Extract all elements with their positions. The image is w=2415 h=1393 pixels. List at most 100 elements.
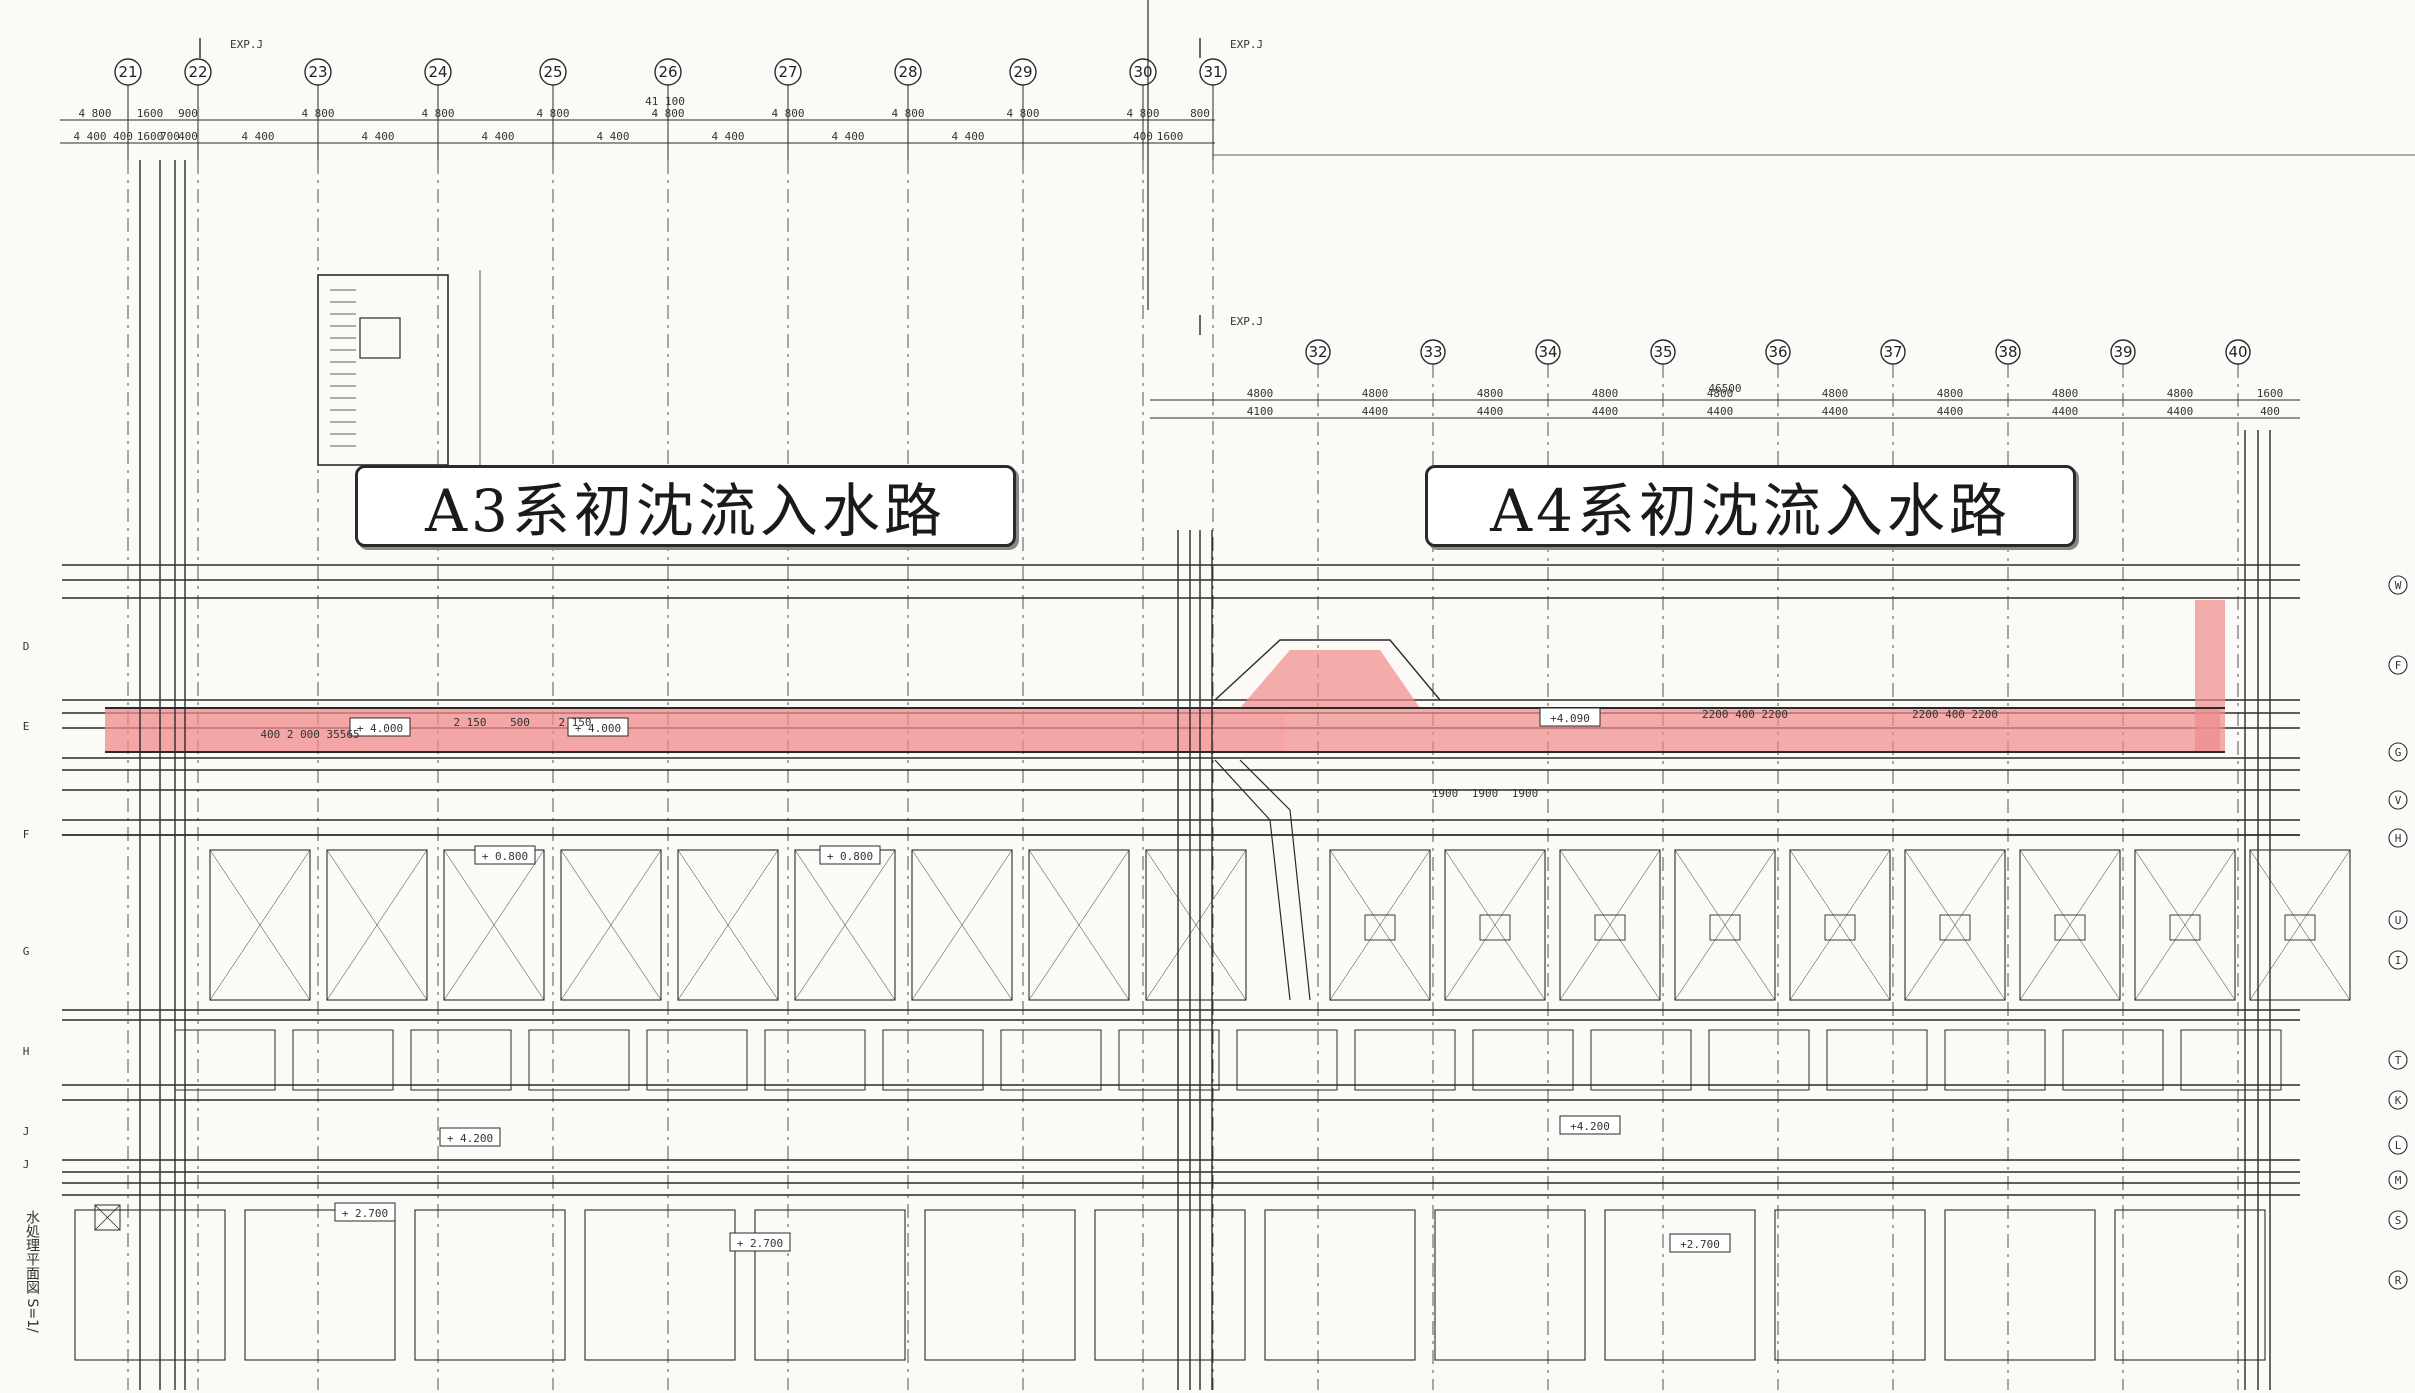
tank-diagonal [1904,849,2006,1001]
grid-axis-number: 38 [1998,343,2017,361]
tank-diagonal [911,849,1013,1001]
tank-diagonal [1145,849,1247,1001]
gallery-cell [882,1029,984,1091]
level-tag-box [729,1232,791,1252]
settling-tank-bay [560,849,662,1001]
dimension-upper: 4 800 [536,107,569,120]
grid-row-bubble [2388,1270,2408,1290]
gallery-cell [764,1029,866,1091]
channel-transition [1214,639,1441,701]
dimension-lower: 4400 [1707,405,1734,418]
dimension-upper: 700 [160,130,180,143]
dimension-lower: 4400 [1362,405,1389,418]
level-tag: + 0.800 [482,850,528,863]
level-tag-box [567,717,629,737]
tank-diagonal [1329,849,1431,1001]
branch-pipe [1239,759,1311,1001]
dimension-upper: 4 400 [951,130,984,143]
channel-dimension: 2 150 [453,716,486,729]
tank-diagonal [209,849,311,1001]
dimension-upper: 4 800 [78,107,111,120]
grid-row-letter: T [2395,1054,2402,1067]
grid-axis-number: 29 [1013,63,1032,81]
hopper-box [1594,914,1626,941]
dimension-upper: 4 800 [421,107,454,120]
level-tag-box [1559,1115,1621,1135]
machine-room [1434,1209,1586,1361]
level-tag: + 0.800 [827,850,873,863]
settling-tank-bay [1789,849,1891,1001]
branch-pipe [1214,759,1291,1001]
grid-row-bubble [2388,790,2408,810]
sheet-note: 水処理平面図 S=1/ [24,1210,40,1333]
level-tag: + 4.000 [357,722,403,735]
settling-tank-bay [1028,849,1130,1001]
stair-landing [359,317,401,359]
dimension-lower: 4800 [2167,387,2194,400]
settling-tank-bay [1904,849,2006,1001]
grid-row-letter: J [23,1125,30,1138]
grid-row-letter: H [23,1045,30,1058]
gallery-cell [1826,1029,1928,1091]
grid-axis-number: 33 [1423,343,1442,361]
gallery-cell [1354,1029,1456,1091]
expansion-joint-label: EXP.J [230,38,263,51]
grid-row-letter: W [2395,579,2402,592]
grid-row-letter: L [2395,1139,2402,1152]
grid-axis-number: 30 [1133,63,1152,81]
a3-channel-highlight [105,708,1285,752]
grid-axis-number: 39 [2113,343,2132,361]
tank-diagonal [677,849,779,1001]
grid-row-bubble [2388,1090,2408,1110]
machine-room [754,1209,906,1361]
settling-tank-bay [326,849,428,1001]
grid-row-letter: V [2395,794,2402,807]
dimension-upper: 4 800 [1006,107,1039,120]
grid-row-letter: R [2395,1274,2402,1287]
dimension-lower: 4800 [1822,387,1849,400]
level-tag-box [439,1127,501,1147]
grid-row-letter: U [2395,914,2402,927]
channel-dimension: 2200 400 2200 [1912,708,1998,721]
tank-diagonal [1674,849,1776,1001]
grid-row-letter: J [23,1158,30,1171]
grid-row-bubble [2388,910,2408,930]
total-dimension-upper: 41 100 [645,95,685,108]
dimension-lower: 4800 [2052,387,2079,400]
gallery-cell [2062,1029,2164,1091]
grid-row-letter: M [2395,1174,2402,1187]
valve-cross [94,1204,121,1231]
grid-axis-number: 34 [1538,343,1557,361]
dimension-lower: 4100 [1247,405,1274,418]
level-tag-box [819,845,881,865]
settling-tank-bay [2249,849,2351,1001]
a4-channel-highlight [1240,650,2220,752]
level-tag: + 2.700 [342,1207,388,1220]
hopper-box [1479,914,1511,941]
label-a3-inflow-channel: A3系初沈流入水路 [355,465,1016,547]
dimension-lower: 1600 [2257,387,2284,400]
grid-row-bubble [2388,1135,2408,1155]
gallery-cell [1000,1029,1102,1091]
dimension-upper: 1600 [1157,130,1184,143]
gallery-cell [1590,1029,1692,1091]
grid-row-letter: F [23,828,30,841]
level-tag: +4.090 [1550,712,1590,725]
level-tag-box [334,1202,396,1222]
grid-axis-number: 26 [658,63,677,81]
level-tag-box [349,717,411,737]
channel-dimension: 400 2 000 35565 [260,728,359,741]
grid-axis-number: 37 [1883,343,1902,361]
gallery-cell [2180,1029,2282,1091]
grid-row-bubble [2388,575,2408,595]
dimension-lower: 4800 [1362,387,1389,400]
dimension-upper: 4 400 [596,130,629,143]
grid-axis-number: 32 [1308,343,1327,361]
gallery-cell [646,1029,748,1091]
dimension-upper: 4 400 [361,130,394,143]
machine-room [1774,1209,1926,1361]
dimension-upper: 4 400 [831,130,864,143]
level-tag: +2.700 [1680,1238,1720,1251]
settling-tank-bay [2134,849,2236,1001]
grid-axis-number: 24 [428,63,447,81]
